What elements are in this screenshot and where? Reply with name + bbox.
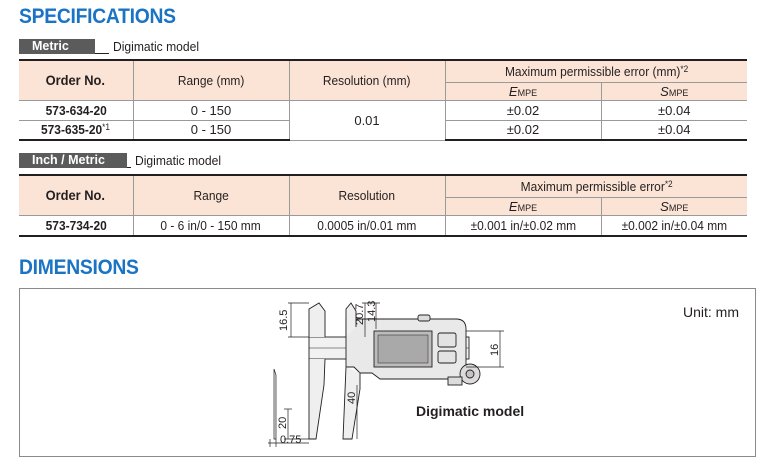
header-e-mpe: EMPE (445, 196, 602, 216)
header-s-mpe: SMPE (600, 81, 748, 101)
header-range: Range (mm) (132, 59, 290, 101)
inch-metric-tag: Inch / Metric (19, 153, 127, 168)
fixed-lower-jaw (308, 358, 326, 440)
order-number: 573-634-20 (19, 99, 134, 121)
header-resolution: Resolution (mm) (288, 59, 446, 101)
s-mpe-value: ±0.002 in/±0.04 mm (600, 214, 748, 237)
metric-section-label: Metric Digimatic model (19, 39, 205, 54)
unit-label: Unit: mm (683, 304, 739, 320)
order-number: 573-734-20 (19, 214, 134, 237)
inch-metric-spec-table: Order No. Range Resolution Maximum permi… (19, 174, 748, 237)
range-value: 0 - 150 (132, 99, 290, 121)
table-row: 573-734-20 0 - 6 in/0 - 150 mm 0.0005 in… (19, 214, 748, 237)
fixed-upper-jaw (308, 302, 326, 337)
header-range: Range (132, 174, 290, 216)
e-mpe-value: ±0.001 in/±0.02 mm (444, 214, 602, 237)
tag-rule (126, 153, 131, 168)
header-mpe: Maximum permissible error*2 (444, 174, 748, 198)
origin-button (437, 332, 457, 348)
header-order-no: Order No. (19, 59, 134, 101)
header-order-no: Order No. (19, 174, 134, 216)
moving-lower-jaw (342, 366, 361, 440)
dim-14-3: 14.3 (366, 301, 378, 322)
header-resolution: Resolution (288, 174, 446, 216)
dim-20-7: 20.7 (354, 304, 366, 325)
e-mpe-value: ±0.02 (444, 99, 602, 121)
dimensions-panel: 16.5 20.7 14.3 16 40 20 0.75 Unit: mm Di… (19, 288, 756, 457)
moving-upper-jaw (345, 302, 357, 337)
header-s-mpe: SMPE (600, 196, 748, 216)
dim-16: 16 (489, 344, 501, 356)
tag-rule (94, 39, 109, 54)
header-mpe: Maximum permissible error (mm)*2 (444, 59, 748, 83)
table-row: 573-635-20*1 0 - 150 ±0.02 ±0.04 (19, 119, 748, 141)
diagram-caption: Digimatic model (416, 403, 525, 419)
caliper-drawing: 16.5 20.7 14.3 16 40 20 0.75 (268, 301, 504, 447)
resolution-value: 0.01 (288, 99, 446, 141)
header-e-mpe: EMPE (445, 81, 602, 101)
e-mpe-value: ±0.02 (444, 119, 602, 141)
dim-0-75: 0.75 (280, 434, 301, 446)
zero-button (437, 350, 457, 364)
range-value: 0 - 6 in/0 - 150 mm (132, 214, 290, 237)
inch-metric-section-label: Inch / Metric Digimatic model (19, 153, 227, 168)
order-number: 573-635-20*1 (19, 119, 134, 141)
dimensions-heading: DIMENSIONS (19, 256, 139, 279)
table-row: 573-634-20 0 - 150 0.01 ±0.02 ±0.04 (19, 99, 748, 141)
metric-spec-table: Order No. Range (mm) Resolution (mm) Max… (19, 59, 748, 141)
metric-subtitle: Digimatic model (112, 39, 199, 54)
dim-20: 20 (277, 417, 289, 429)
metric-tag: Metric (19, 39, 95, 54)
dim-40: 40 (346, 392, 358, 404)
s-mpe-value: ±0.04 (600, 99, 748, 121)
dim-16-5: 16.5 (278, 310, 290, 331)
resolution-value: 0.0005 in/0.01 mm (288, 214, 446, 237)
specifications-heading: SPECIFICATIONS (19, 5, 176, 28)
inch-metric-subtitle: Digimatic model (134, 153, 221, 168)
range-value: 0 - 150 (132, 119, 290, 141)
s-mpe-value: ±0.04 (600, 119, 748, 141)
